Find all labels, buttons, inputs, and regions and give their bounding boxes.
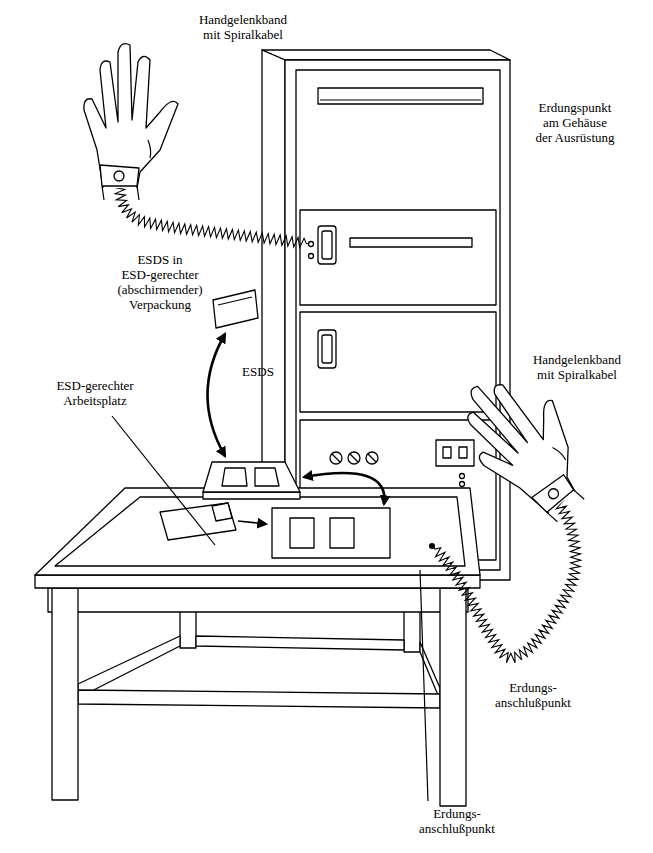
label-line: ESDS in	[117, 252, 202, 267]
label-line: mit Spiralkabel	[533, 367, 621, 382]
label-line: Handgelenkband	[199, 12, 287, 27]
label-line: ESDS	[242, 364, 274, 379]
esd-mat	[55, 497, 465, 566]
leader-line	[112, 416, 215, 545]
transfer-arrow	[208, 334, 226, 456]
label-line: mit Spiralkabel	[199, 27, 287, 42]
table-top	[35, 488, 480, 575]
callout-label: Erdungs- anschlußpunkt	[495, 680, 571, 710]
label-line: Verpackung	[117, 297, 202, 312]
transfer-arrow	[304, 473, 384, 504]
knob-mark	[332, 454, 340, 462]
document-tab	[212, 503, 232, 521]
label-line: anschlußpunkt	[419, 821, 495, 836]
callout-label: Handgelenkband mit Spiralkabel	[533, 352, 621, 382]
footprint-window	[330, 518, 354, 548]
drawer-handle-inner	[322, 231, 332, 259]
table-rail	[78, 636, 180, 698]
esds-package	[213, 290, 258, 328]
label-line: Arbeitsplatz	[56, 393, 133, 408]
hand-with-wrist-strap	[84, 44, 178, 200]
grounding-jack	[309, 242, 314, 247]
table-edge	[35, 575, 480, 588]
hand-crease	[148, 140, 151, 158]
label-line: am Gehäuse	[535, 115, 614, 130]
indicator-lamp	[460, 474, 465, 479]
drawer-handle	[318, 330, 336, 368]
placement-arrow	[238, 521, 266, 524]
strap-snap	[114, 171, 124, 181]
callout-label: Erdungspunkt am Gehäuse der Ausrüstung	[535, 100, 614, 145]
socket-hole	[443, 447, 451, 458]
drawer-panel	[300, 312, 496, 412]
label-line: ESD-gerechter	[117, 267, 202, 282]
leader-line	[420, 570, 428, 801]
display-slot	[318, 88, 483, 104]
label-line: (abschirmender)	[117, 282, 202, 297]
callout-label: ESD-gerechter Arbeitsplatz	[56, 378, 133, 408]
table-rail	[196, 636, 404, 650]
label-line: der Ausrüstung	[535, 130, 614, 145]
callout-label: ESDS	[242, 364, 274, 379]
device-face	[203, 462, 300, 492]
label-line: Erdungspunkt	[535, 100, 614, 115]
grounding-jack	[309, 254, 314, 259]
coiled-cord	[114, 181, 309, 248]
callout-label: ESDS in ESD-gerechter (abschirmender) Ve…	[117, 252, 202, 312]
socket-hole	[459, 447, 467, 458]
drive-slot	[350, 238, 472, 247]
esds-device	[203, 462, 300, 499]
socket-plate	[436, 440, 474, 466]
display-shade	[320, 99, 481, 100]
wrist-strap	[100, 165, 139, 186]
label-line: Handgelenkband	[533, 352, 621, 367]
label-line: anschlußpunkt	[495, 695, 571, 710]
coiled-cord	[434, 496, 581, 663]
hand-outline	[84, 44, 178, 188]
footprint-window	[290, 518, 314, 548]
callout-label: Handgelenkband mit Spiralkabel	[199, 12, 287, 42]
table-leg	[440, 588, 466, 806]
control-knob	[348, 452, 360, 464]
drawer-panel	[300, 210, 496, 305]
device-window	[222, 468, 247, 486]
control-knob	[366, 452, 378, 464]
device-footprint	[272, 508, 390, 558]
control-knob	[330, 452, 342, 464]
label-line: ESD-gerechter	[56, 378, 133, 393]
device-base	[203, 492, 300, 499]
drawer-handle	[318, 226, 336, 264]
table-apron	[48, 588, 468, 612]
drawer-handle-inner	[322, 335, 332, 363]
indicator-lamp	[460, 482, 465, 487]
callout-label: Erdungs- anschlußpunkt	[419, 806, 495, 836]
table-rail	[78, 690, 440, 708]
cabinet-top	[262, 50, 510, 60]
knob-mark	[368, 454, 376, 462]
knob-mark	[350, 454, 358, 462]
wrist-outline	[102, 186, 139, 200]
label-line: Erdungs-	[419, 806, 495, 821]
bag-seal	[218, 297, 252, 305]
shielding-bag	[213, 290, 258, 328]
document-sheet	[160, 503, 236, 540]
device-window	[255, 468, 279, 486]
table-leg	[52, 588, 78, 800]
label-line: Erdungs-	[495, 680, 571, 695]
esd-workbench	[35, 488, 480, 806]
